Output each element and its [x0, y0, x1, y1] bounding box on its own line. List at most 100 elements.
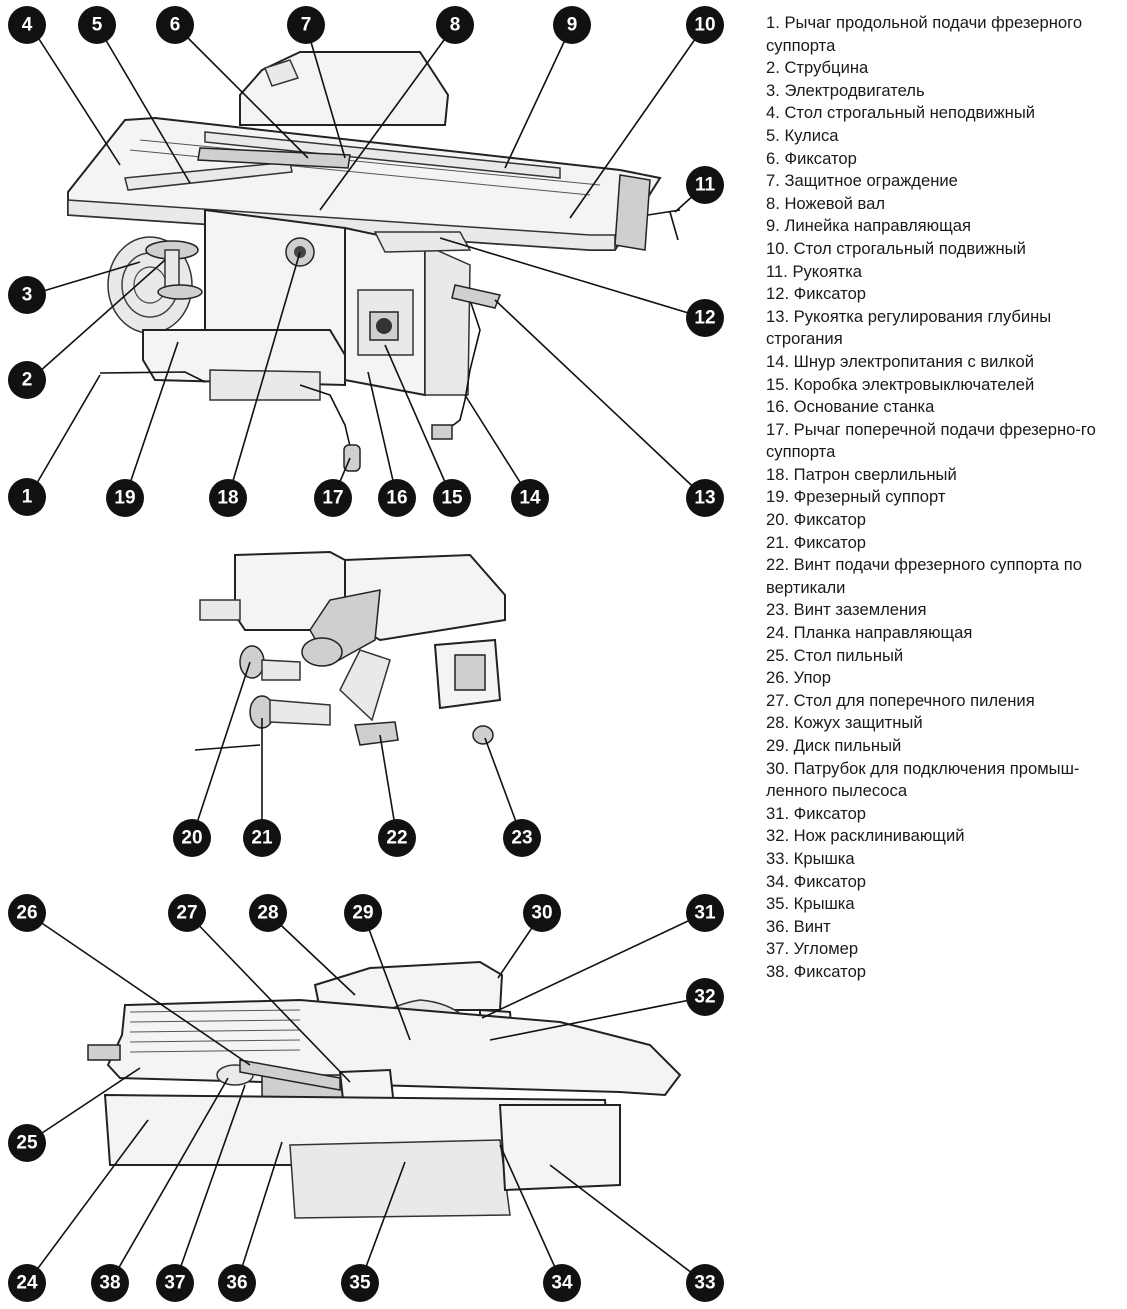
legend-item-20: 20. Фиксатор [766, 510, 867, 530]
svg-text:10: 10 [694, 15, 715, 36]
callout-4: 4 [8, 6, 46, 44]
legend-item-12: 12. Фиксатор [766, 284, 867, 304]
svg-text:21: 21 [251, 828, 273, 849]
callout-5: 5 [78, 6, 116, 44]
legend-item-25: 25. Стол пильный [766, 645, 904, 665]
svg-text:3: 3 [22, 285, 33, 306]
svg-text:7: 7 [301, 15, 312, 36]
callout-22: 22 [378, 819, 416, 857]
svg-text:32: 32 [694, 987, 715, 1008]
callout-21: 21 [243, 819, 281, 857]
callout-23: 23 [503, 819, 541, 857]
legend-item-21: 21. Фиксатор [766, 532, 867, 552]
callout-2: 2 [8, 361, 46, 399]
legend-item-26: 26. Упор [766, 668, 831, 688]
svg-text:9: 9 [567, 15, 578, 36]
callout-20: 20 [173, 819, 211, 857]
callout-33: 33 [686, 1264, 724, 1302]
legend-item-37: 37. Угломер [766, 939, 859, 959]
callout-29: 29 [344, 894, 382, 932]
callout-10: 10 [686, 6, 724, 44]
planer-drawing [67, 51, 681, 472]
legend-item-33: 33. Крышка [766, 848, 855, 868]
svg-text:23: 23 [511, 828, 532, 849]
legend-item-22: 22. Винт подачи фрезерного суппорта по в… [766, 555, 1082, 597]
parts-legend: 1. Рычаг продольной подачи фрезерного су… [766, 12, 1124, 984]
callout-35: 35 [341, 1264, 379, 1302]
callout-37: 37 [156, 1264, 194, 1302]
svg-text:19: 19 [114, 488, 135, 509]
legend-item-23: 23. Винт заземления [766, 600, 927, 620]
svg-text:18: 18 [217, 488, 238, 509]
svg-text:16: 16 [386, 488, 407, 509]
callout-32: 32 [686, 978, 724, 1016]
callout-11: 11 [686, 166, 724, 204]
callout-38: 38 [91, 1264, 129, 1302]
svg-text:26: 26 [16, 903, 37, 924]
svg-text:35: 35 [349, 1273, 371, 1294]
svg-text:30: 30 [531, 903, 552, 924]
svg-text:15: 15 [441, 488, 463, 509]
svg-text:22: 22 [386, 828, 407, 849]
callout-1: 1 [8, 478, 46, 516]
svg-text:25: 25 [16, 1133, 38, 1154]
svg-text:17: 17 [322, 488, 343, 509]
callout-15: 15 [433, 479, 471, 517]
callout-27: 27 [168, 894, 206, 932]
svg-text:24: 24 [16, 1273, 38, 1294]
callout-19: 19 [106, 479, 144, 517]
legend-item-29: 29. Диск пильный [766, 736, 902, 755]
svg-text:29: 29 [352, 903, 373, 924]
svg-text:31: 31 [694, 903, 716, 924]
svg-text:28: 28 [257, 903, 278, 924]
callout-18: 18 [209, 479, 247, 517]
svg-text:38: 38 [99, 1273, 120, 1294]
legend-item-35: 35. Крышка [766, 894, 855, 914]
legend-item-31: 31. Фиксатор [766, 803, 867, 823]
legend-item-7: 7. Защитное ограждение [766, 171, 958, 191]
callout-26: 26 [8, 894, 46, 932]
callout-7: 7 [287, 6, 325, 44]
legend-item-28: 28. Кожух защитный [766, 713, 923, 733]
svg-text:1: 1 [22, 487, 33, 508]
svg-text:8: 8 [450, 15, 461, 36]
callout-28: 28 [249, 894, 287, 932]
legend-item-8: 8. Ножевой вал [766, 193, 886, 213]
svg-text:37: 37 [164, 1273, 185, 1294]
svg-text:34: 34 [551, 1273, 573, 1294]
legend-item-13: 13. Рукоятка регулирования глубины строг… [766, 306, 1052, 349]
callout-3: 3 [8, 276, 46, 314]
legend-item-11: 11. Рукоятка [766, 261, 862, 281]
callout-8: 8 [436, 6, 474, 44]
legend-item-18: 18. Патрон сверлильный [766, 464, 957, 484]
svg-text:2: 2 [22, 370, 33, 391]
svg-text:6: 6 [170, 15, 181, 36]
callout-16: 16 [378, 479, 416, 517]
callout-13: 13 [686, 479, 724, 517]
legend-item-6: 6. Фиксатор [766, 148, 857, 168]
legend-item-1: 1. Рычаг продольной подачи фрезерного су… [766, 13, 1083, 55]
legend-item-34: 34. Фиксатор [766, 871, 867, 891]
callout-14: 14 [511, 479, 549, 517]
callout-25: 25 [8, 1124, 46, 1162]
callout-6: 6 [156, 6, 194, 44]
callout-17: 17 [314, 479, 352, 517]
svg-text:4: 4 [22, 15, 33, 36]
machine-diagram: 1 2 3 4 5 6 7 8 9 10 11 12 13 14 15 16 1… [8, 6, 724, 1302]
callout-30: 30 [523, 894, 561, 932]
legend-item-30: 30. Патрубок для подключения промыш-ленн… [766, 758, 1080, 801]
svg-text:27: 27 [176, 903, 197, 924]
legend-item-2: 2. Струбцина [766, 58, 869, 78]
callout-24: 24 [8, 1264, 46, 1302]
legend-item-5: 5. Кулиса [766, 125, 839, 145]
svg-text:14: 14 [519, 488, 541, 509]
legend-item-17: 17. Рычаг поперечной подачи фрезерно-го … [766, 419, 1096, 462]
svg-text:36: 36 [226, 1273, 247, 1294]
callout-36: 36 [218, 1264, 256, 1302]
legend-item-14: 14. Шнур электропитания с вилкой [766, 351, 1035, 371]
callout-9: 9 [553, 6, 591, 44]
legend-item-38: 38. Фиксатор [766, 961, 867, 981]
legend-item-24: 24. Планка направляющая [766, 623, 973, 643]
legend-item-16: 16. Основание станка [766, 397, 935, 417]
legend-item-27: 27. Стол для поперечного пиления [766, 690, 1035, 710]
